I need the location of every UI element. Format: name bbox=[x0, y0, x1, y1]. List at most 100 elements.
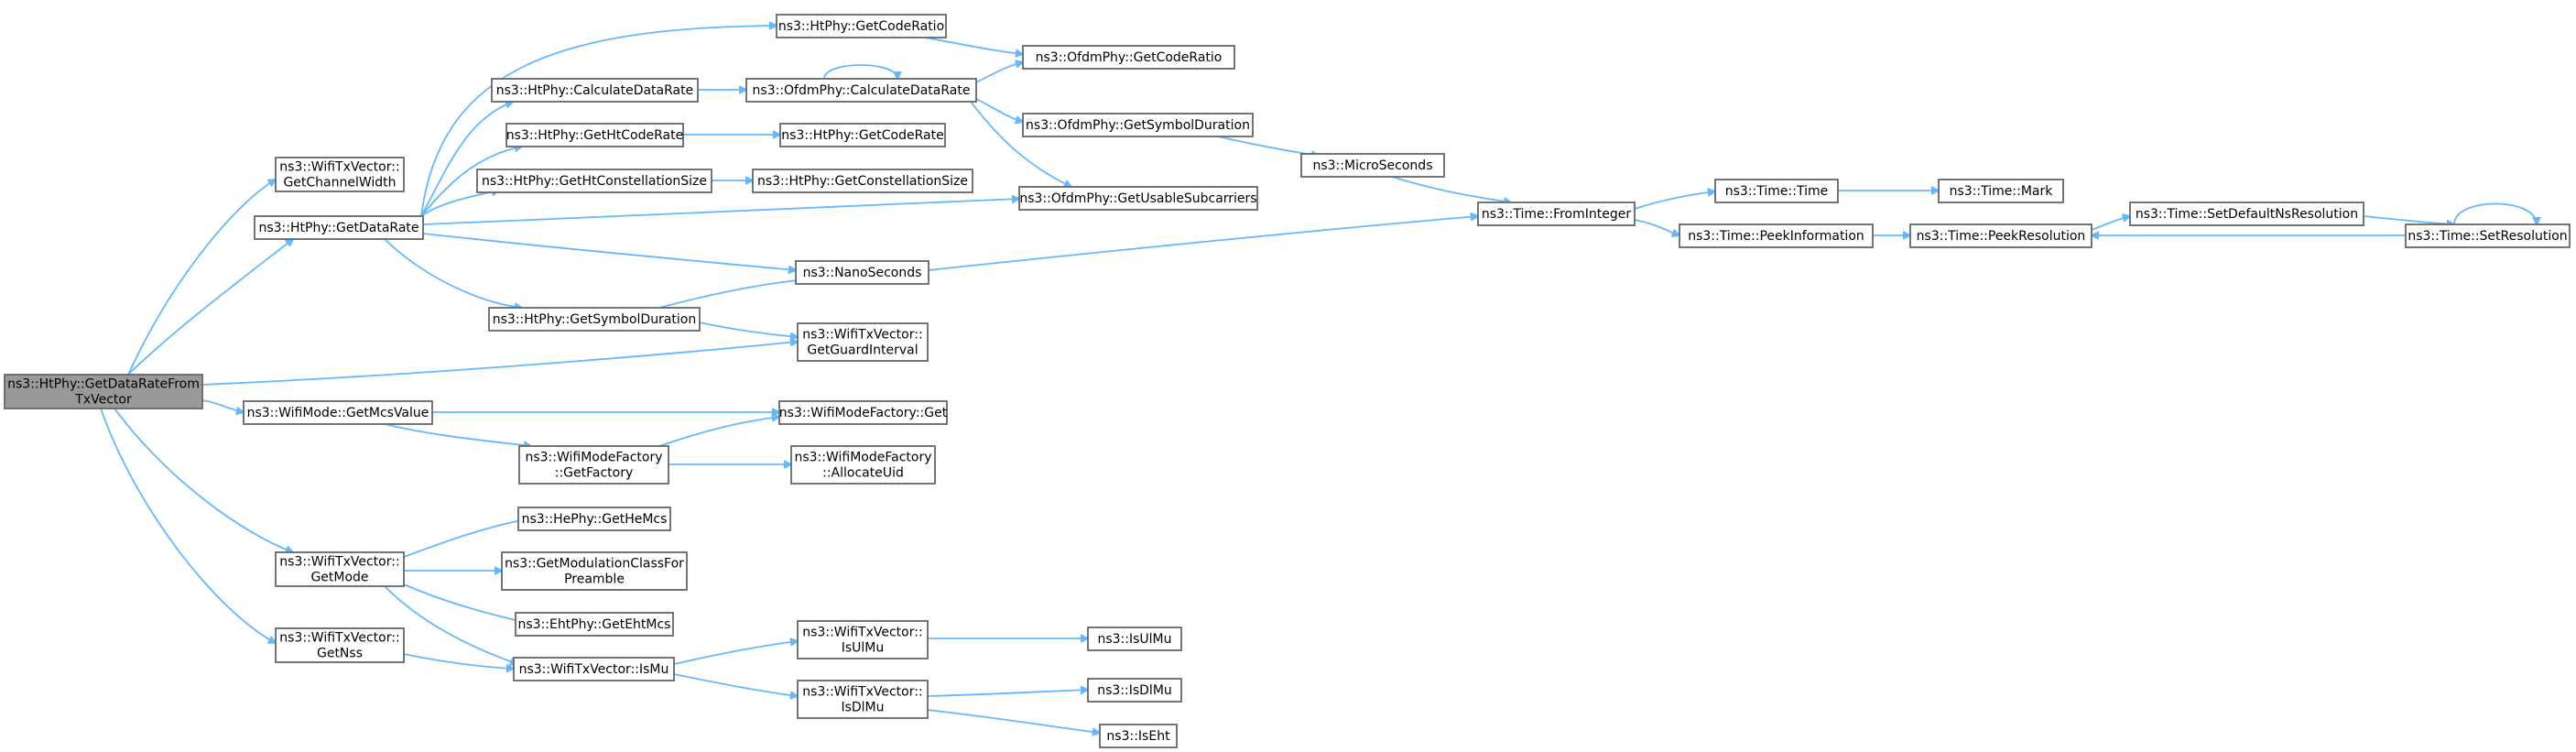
node-label: ns3::NanoSeconds bbox=[803, 266, 922, 280]
node-htphy-cdr[interactable]: ns3::HtPhy::CalculateDataRate bbox=[491, 78, 699, 103]
node-ofdm-gus[interactable]: ns3::OfdmPhy::GetUsableSubcarriers bbox=[1018, 186, 1258, 211]
node-box bbox=[1022, 45, 1235, 70]
edge-txv_isdlmu-to-isdlmu bbox=[927, 690, 1088, 697]
node-label: ns3::Time::SetResolution bbox=[2408, 229, 2567, 244]
edge-ofdm_cdr-to-ofdm_cdr bbox=[823, 64, 897, 79]
node-label: ns3::WifiTxVector::IsMu bbox=[519, 662, 669, 677]
node-box bbox=[275, 157, 405, 192]
node-isulmu[interactable]: ns3::IsUlMu bbox=[1087, 627, 1182, 651]
edge-txv_gm-to-txv_ismu bbox=[384, 585, 517, 664]
node-htphy-gdr[interactable]: ns3::HtPhy::GetDataRate bbox=[254, 215, 424, 240]
edge-htphy_gdr-to-htphy_cdr bbox=[420, 102, 513, 217]
edge-htphy_gsd-to-txv_ggi bbox=[699, 322, 798, 337]
node-label: GetGuardInterval bbox=[807, 343, 918, 358]
node-wmf-get[interactable]: ns3::WifiModeFactory::Get bbox=[778, 400, 948, 425]
edge-root-to-txv_gm bbox=[114, 408, 293, 552]
node-box bbox=[1099, 724, 1178, 748]
node-htphy-ghcs[interactable]: ns3::HtPhy::GetHtConstellationSize bbox=[476, 169, 712, 193]
node-label: ns3::EhtPhy::GetEhtMcs bbox=[518, 617, 671, 632]
edge-root-to-txv_gn bbox=[100, 408, 276, 643]
node-txv-isulmu[interactable]: ns3::WifiTxVector::IsUlMu bbox=[797, 620, 929, 659]
node-label: ns3::HePhy::GetHeMcs bbox=[522, 512, 668, 527]
node-htphy-gsd[interactable]: ns3::HtPhy::GetSymbolDuration bbox=[488, 307, 701, 332]
node-wm-gmv[interactable]: ns3::WifiMode::GetMcsValue bbox=[243, 400, 433, 425]
node-label: ns3::WifiTxVector:: bbox=[802, 328, 922, 343]
node-ofdm-gcr[interactable]: ns3::OfdmPhy::GetCodeRatio bbox=[1022, 45, 1235, 70]
node-box bbox=[275, 627, 405, 663]
node-htphy-gcrate[interactable]: ns3::HtPhy::GetCodeRate bbox=[779, 123, 946, 147]
node-box bbox=[501, 551, 688, 591]
node-box bbox=[476, 169, 712, 193]
node-box bbox=[515, 612, 674, 637]
node-box bbox=[797, 322, 929, 362]
node-box bbox=[491, 78, 699, 103]
node-box bbox=[745, 78, 977, 103]
edge-time_sdnr-to-time_sr bbox=[2363, 215, 2454, 224]
node-label: ns3::HtPhy::GetDataRateFrom bbox=[7, 377, 200, 392]
node-box bbox=[776, 14, 947, 38]
node-time-time[interactable]: ns3::Time::Time bbox=[1714, 179, 1839, 203]
node-ofdm-gsd[interactable]: ns3::OfdmPhy::GetSymbolDuration bbox=[1022, 113, 1254, 137]
node-time-sr[interactable]: ns3::Time::SetResolution bbox=[2405, 223, 2571, 248]
edge-root-to-wm_gmv bbox=[201, 399, 244, 412]
node-microsec[interactable]: ns3::MicroSeconds bbox=[1300, 153, 1445, 178]
node-ehtphy[interactable]: ns3::EhtPhy::GetEhtMcs bbox=[515, 612, 674, 637]
node-label: IsDlMu bbox=[841, 701, 884, 715]
node-time-fi[interactable]: ns3::Time::FromInteger bbox=[1477, 202, 1636, 226]
node-txv-ggi[interactable]: ns3::WifiTxVector::GetGuardInterval bbox=[797, 322, 929, 362]
node-txv-cw[interactable]: ns3::WifiTxVector::GetChannelWidth bbox=[275, 157, 405, 192]
node-nanosec[interactable]: ns3::NanoSeconds bbox=[795, 260, 929, 285]
node-wmf-au[interactable]: ns3::WifiModeFactory::AllocateUid bbox=[790, 445, 936, 485]
node-iseht[interactable]: ns3::IsEht bbox=[1099, 724, 1178, 748]
node-label: ns3::Time::Time bbox=[1725, 184, 1828, 199]
edge-time_fi-to-time_time bbox=[1634, 191, 1715, 210]
node-txv-gm[interactable]: ns3::WifiTxVector::GetMode bbox=[275, 551, 405, 587]
node-label: TxVector bbox=[74, 393, 132, 408]
node-htphy-gcs[interactable]: ns3::HtPhy::GetConstellationSize bbox=[752, 169, 973, 193]
node-hephy[interactable]: ns3::HePhy::GetHeMcs bbox=[517, 507, 671, 531]
node-label: ns3::OfdmPhy::GetSymbolDuration bbox=[1026, 118, 1250, 133]
node-ofdm-cdr[interactable]: ns3::OfdmPhy::CalculateDataRate bbox=[745, 78, 977, 103]
edge-wm_gmv-to-wmf_gf bbox=[384, 423, 531, 446]
node-htphy-gcr[interactable]: ns3::HtPhy::GetCodeRatio bbox=[776, 14, 947, 38]
node-box bbox=[513, 657, 675, 681]
node-label: ns3::WifiModeFactory bbox=[794, 451, 931, 465]
node-time-sdnr[interactable]: ns3::Time::SetDefaultNsResolution bbox=[2129, 202, 2364, 226]
node-label: ns3::HtPhy::GetHtCodeRate bbox=[506, 128, 683, 143]
node-txv-gn[interactable]: ns3::WifiTxVector::GetNss bbox=[275, 627, 405, 663]
node-isdlmu[interactable]: ns3::IsDlMu bbox=[1087, 678, 1182, 703]
node-box bbox=[797, 680, 929, 719]
node-box bbox=[2405, 223, 2571, 248]
node-wmf-gf[interactable]: ns3::WifiModeFactory::GetFactory bbox=[518, 445, 669, 485]
node-time-pi[interactable]: ns3::Time::PeekInformation bbox=[1679, 223, 1874, 248]
edge-txv_ismu-to-txv_isulmu bbox=[673, 641, 798, 665]
node-txv-isdlmu[interactable]: ns3::WifiTxVector::IsDlMu bbox=[797, 680, 929, 719]
node-txv-ismu[interactable]: ns3::WifiTxVector::IsMu bbox=[513, 657, 675, 681]
node-label: ns3::OfdmPhy::GetUsableSubcarriers bbox=[1019, 191, 1256, 206]
node-box bbox=[1022, 113, 1254, 137]
node-time-pr[interactable]: ns3::Time::PeekResolution bbox=[1909, 223, 2092, 248]
node-box bbox=[518, 445, 669, 485]
node-label: ns3::WifiMode::GetMcsValue bbox=[247, 406, 429, 420]
node-label: ns3::WifiTxVector:: bbox=[802, 685, 922, 700]
node-box bbox=[505, 123, 684, 147]
node-box bbox=[1938, 179, 2064, 203]
node-box bbox=[1679, 223, 1874, 248]
node-label: ns3::HtPhy::GetCodeRatio bbox=[778, 19, 944, 34]
edge-htphy_gdr-to-htphy_gcr bbox=[420, 26, 777, 217]
node-htphy-ghcr[interactable]: ns3::HtPhy::GetHtCodeRate bbox=[505, 123, 684, 147]
edge-txv_gn-to-txv_ismu bbox=[403, 653, 514, 669]
node-label: ns3::OfdmPhy::GetCodeRatio bbox=[1036, 50, 1223, 65]
edge-ofdm_cdr-to-ofdm_gus bbox=[970, 101, 1071, 187]
node-label: GetNss bbox=[317, 647, 363, 661]
node-box bbox=[778, 400, 948, 425]
node-label: ns3::Time::PeekResolution bbox=[1917, 229, 2086, 244]
edge-wmf_gf-to-wmf_get bbox=[658, 417, 779, 447]
node-time-mark[interactable]: ns3::Time::Mark bbox=[1938, 179, 2064, 203]
node-box bbox=[1300, 153, 1445, 178]
node-label: ns3::IsDlMu bbox=[1097, 683, 1172, 698]
node-label: Preamble bbox=[564, 572, 625, 587]
